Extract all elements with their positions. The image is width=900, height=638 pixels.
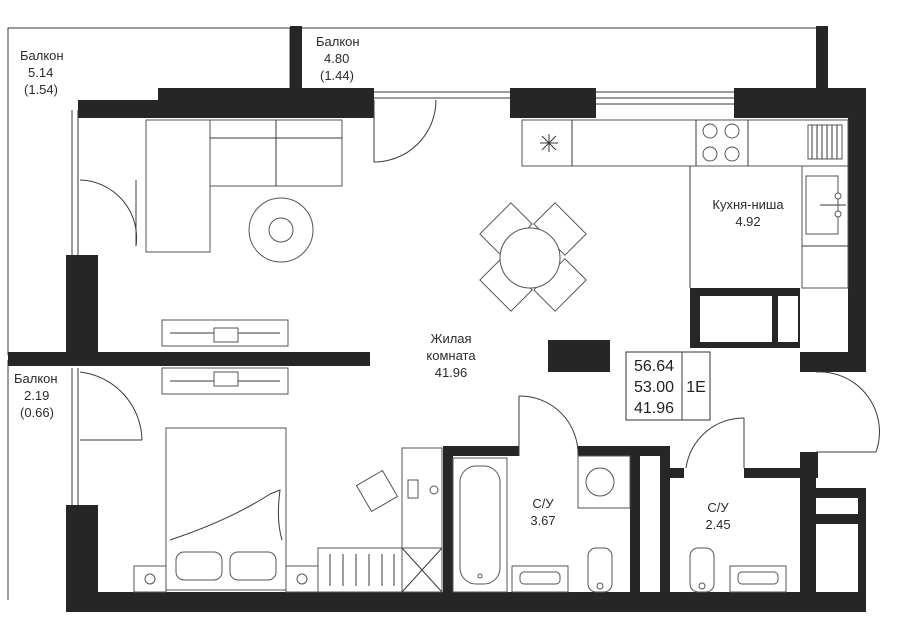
room-labels: Балкон 5.14 (1.54) Балкон 4.80 (1.44) Ба… — [14, 34, 784, 532]
living-name-1: Жилая — [430, 331, 471, 346]
balcony-left-bottom-reduced: (0.66) — [20, 405, 54, 420]
kitchen-name: Кухня-ниша — [712, 197, 784, 212]
living-name-2: комната — [426, 348, 476, 363]
bath2-area: 2.45 — [705, 517, 730, 532]
round-table — [248, 197, 314, 263]
living-area-label: 41.96 — [435, 365, 468, 380]
nightstands — [133, 565, 319, 593]
bath1-name: С/У — [532, 496, 554, 511]
living-area: 41.96 — [634, 400, 674, 417]
area-summary-box: 56.64 53.00 41.96 1Е — [625, 351, 711, 421]
windows — [374, 91, 734, 105]
doors — [79, 99, 880, 469]
apartment-type: 1Е — [686, 379, 706, 396]
kitchen-area: 4.92 — [735, 214, 760, 229]
wardrobe — [317, 547, 443, 593]
desk — [355, 447, 443, 549]
balcony-left-top-area: 5.14 — [28, 65, 53, 80]
sofa — [145, 119, 343, 253]
tv-unit — [161, 319, 289, 395]
balcony-left-bottom-area: 2.19 — [24, 388, 49, 403]
balcony-left-bottom-name: Балкон — [14, 371, 58, 386]
dining-set — [479, 202, 587, 312]
bathtub — [452, 457, 508, 593]
total-area: 56.64 — [634, 358, 674, 375]
kitchen-units — [521, 119, 849, 289]
balcony-top-name: Балкон — [316, 34, 360, 49]
toilet-2 — [689, 547, 715, 593]
bath2-name: С/У — [707, 500, 729, 515]
walls — [8, 26, 866, 612]
balcony-top-area: 4.80 — [324, 51, 349, 66]
bed — [165, 427, 287, 591]
balcony-left-top-reduced: (1.54) — [24, 82, 58, 97]
sink-2 — [729, 565, 787, 593]
sink-1 — [511, 565, 569, 593]
balcony-top-reduced: (1.44) — [320, 68, 354, 83]
area-without-balcony: 53.00 — [634, 379, 674, 396]
bath1-area: 3.67 — [530, 513, 555, 528]
washing-machine — [577, 455, 631, 509]
toilet-1 — [587, 547, 613, 593]
balcony-left-top-name: Балкон — [20, 48, 64, 63]
